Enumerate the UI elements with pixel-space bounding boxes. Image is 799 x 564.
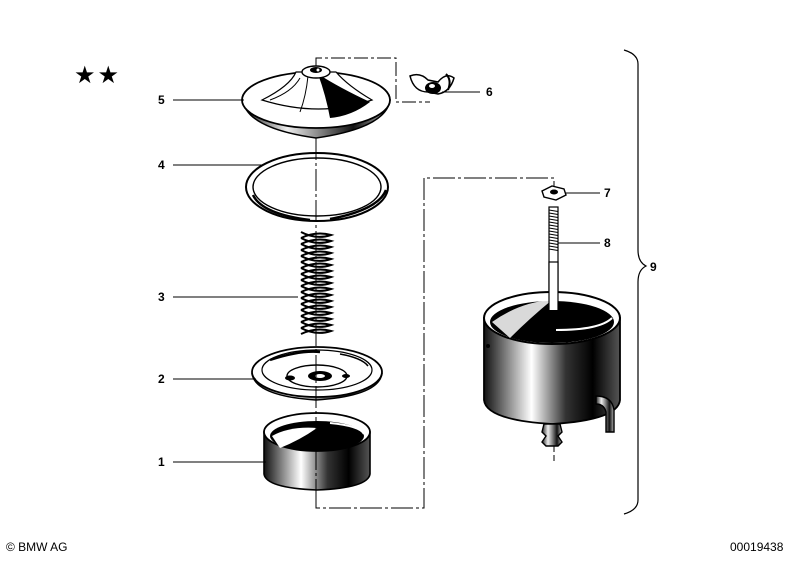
spring-coil xyxy=(300,297,335,305)
thread-line xyxy=(548,248,559,251)
callout-7: 7 xyxy=(604,186,611,200)
spring-coil xyxy=(300,249,335,257)
part-2-base-plate xyxy=(251,346,383,401)
callout-4: 4 xyxy=(158,158,165,172)
spring-coil xyxy=(300,303,335,311)
thread-line xyxy=(548,245,559,248)
thread-line xyxy=(548,212,559,215)
callout-5: 5 xyxy=(158,93,165,107)
spring-coil xyxy=(300,255,335,263)
callout-8: 8 xyxy=(604,236,611,250)
spring-coil xyxy=(300,273,335,281)
part-6-wing-nut xyxy=(409,73,455,95)
thread-line xyxy=(548,242,559,245)
callout-6: 6 xyxy=(486,85,493,99)
callout-3: 3 xyxy=(158,290,165,304)
thread-line xyxy=(548,224,559,227)
thread-line xyxy=(548,215,559,218)
callout-2: 2 xyxy=(158,372,165,386)
part-4-gasket-ring xyxy=(245,152,389,222)
callout-9: 9 xyxy=(650,260,657,274)
spring-coil xyxy=(300,321,335,329)
spring-coil xyxy=(300,327,335,335)
thread-line xyxy=(548,218,559,221)
part-1-sleeve xyxy=(263,412,371,491)
connector-lines xyxy=(173,49,648,515)
spring-coil xyxy=(300,231,335,239)
thread-line xyxy=(548,221,559,224)
thread-line xyxy=(548,230,559,233)
spring-coil xyxy=(300,285,335,293)
thread-line xyxy=(548,239,559,242)
document-id: 00019438 xyxy=(730,540,784,554)
spring-coil xyxy=(300,243,335,251)
callout-1: 1 xyxy=(158,455,165,469)
thread-line xyxy=(548,209,559,212)
spring-coil xyxy=(300,237,335,245)
part-7-small-nut xyxy=(541,185,567,201)
spring-coil xyxy=(300,261,335,269)
thread-line xyxy=(548,236,559,239)
double-star-marker: ★★ xyxy=(74,62,122,89)
part-5-cover xyxy=(241,65,391,139)
spring-coil xyxy=(300,315,335,323)
spring-coil xyxy=(300,267,335,275)
copyright-text: © BMW AG xyxy=(6,540,68,554)
spring-coil xyxy=(300,309,335,317)
part-3-spring xyxy=(300,231,335,335)
thread-line xyxy=(548,233,559,236)
spring-coil xyxy=(300,291,335,299)
spring-coil xyxy=(300,279,335,287)
thread-line xyxy=(548,227,559,230)
part-9-canister xyxy=(483,261,621,447)
